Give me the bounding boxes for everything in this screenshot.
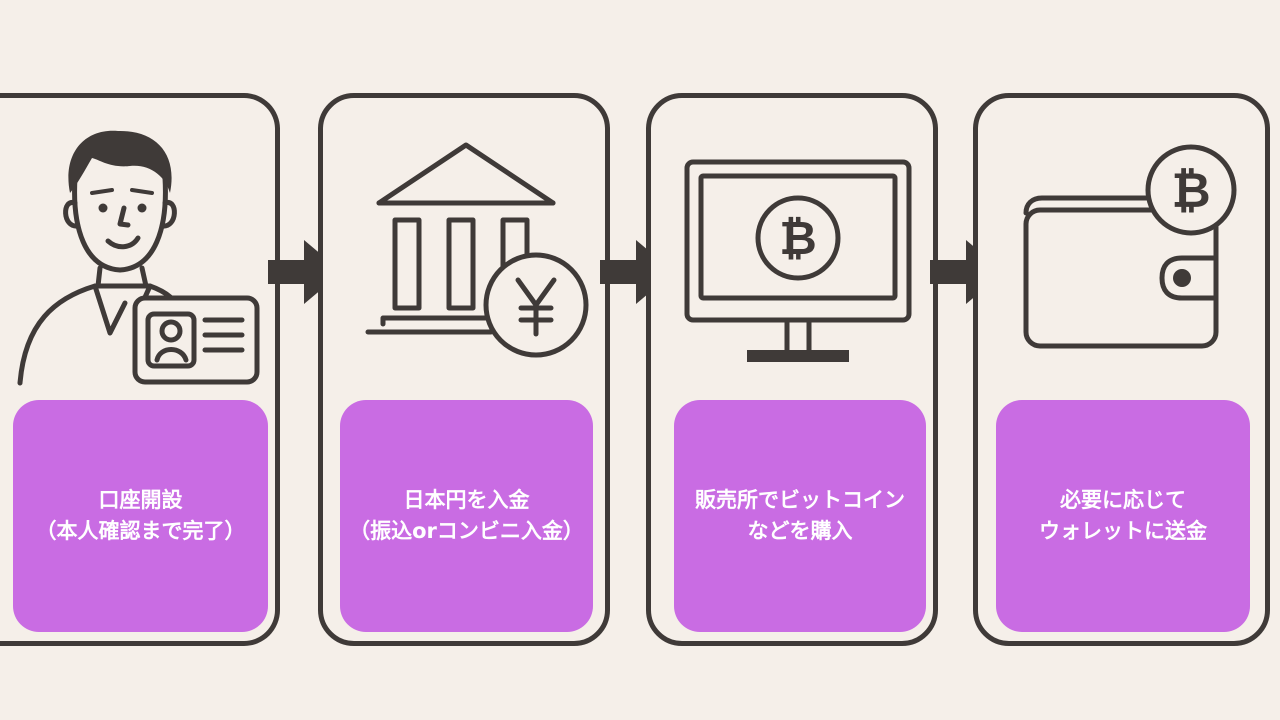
- step-card-4: ₿ 必要に応じて ウォレットに送金: [973, 93, 1270, 646]
- step-label-box-2: 日本円を入金 （振込orコンビニ入金）: [340, 400, 593, 632]
- arrow-right-icon: [268, 240, 342, 304]
- step-card-1: 口座開設 （本人確認まで完了）: [0, 93, 280, 646]
- step-label-1: 口座開設 （本人確認まで完了）: [35, 488, 246, 543]
- bank-with-yen-coin-icon: [365, 142, 589, 358]
- person-with-id-card-icon: [17, 130, 260, 386]
- wallet-with-bitcoin-icon: ₿: [1023, 144, 1237, 349]
- step-label-box-1: 口座開設 （本人確認まで完了）: [13, 400, 268, 632]
- step-card-2: 日本円を入金 （振込orコンビニ入金）: [318, 93, 610, 646]
- step-label-box-3: 販売所でビットコイン などを購入: [674, 400, 926, 632]
- step-card-3: ₿ 販売所でビットコイン などを購入: [646, 93, 938, 646]
- step-label-4: 必要に応じて ウォレットに送金: [1039, 488, 1207, 543]
- monitor-with-bitcoin-icon: ₿: [684, 159, 912, 362]
- step-label-box-4: 必要に応じて ウォレットに送金: [996, 400, 1250, 632]
- step-label-2: 日本円を入金 （振込orコンビニ入金）: [349, 488, 584, 543]
- svg-text:₿: ₿: [779, 211, 817, 265]
- svg-text:₿: ₿: [1171, 163, 1210, 219]
- arrow-right-icon: [930, 240, 1004, 304]
- arrow-right-icon: [600, 240, 674, 304]
- step-label-3: 販売所でビットコイン などを購入: [695, 488, 905, 543]
